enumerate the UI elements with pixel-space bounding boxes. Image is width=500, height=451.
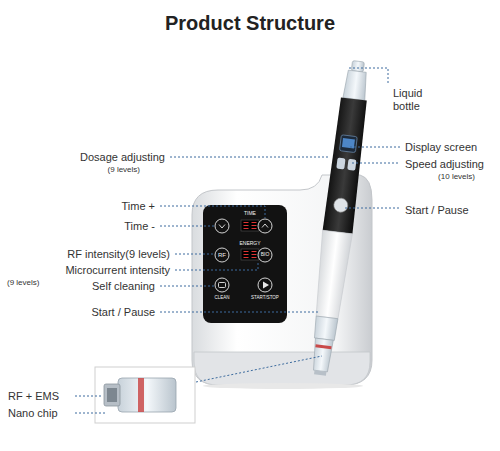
part-label: Time +: [121, 200, 155, 213]
part-label: Microcurrent intensity: [65, 264, 170, 277]
head-inset: [95, 367, 195, 423]
part-label: RF + EMS: [8, 390, 59, 403]
part-label: Dosage adjusting: [80, 151, 165, 164]
panel-text: TIME: [244, 211, 256, 217]
level-note: (10 levels): [438, 172, 475, 181]
part-label: Self cleaning: [92, 280, 155, 293]
part-label: Display screen: [405, 141, 477, 154]
part-label: Speed adjusting: [405, 158, 484, 171]
base-station: [192, 175, 372, 389]
level-note: (9 levels): [108, 165, 140, 174]
button-text: BIO: [261, 252, 270, 258]
panel-text: ENERGY: [239, 241, 260, 247]
panel-text: START/STOP: [251, 295, 279, 300]
control-panel: [203, 205, 287, 323]
handpiece: [305, 59, 373, 376]
part-label: Liquid bottle: [393, 87, 433, 112]
part-label: Start / Pause: [405, 204, 469, 217]
part-label: Nano chip: [8, 407, 58, 420]
part-label: Time -: [124, 220, 155, 233]
button-text: RF: [218, 252, 226, 259]
panel-text: CLEAN: [214, 295, 229, 300]
part-label: RF intensity(9 levels): [67, 248, 170, 261]
display-digits: [244, 222, 257, 258]
part-label: Start / Pause: [91, 306, 155, 319]
level-note: (9 levels): [7, 278, 39, 287]
leader-lines: [75, 68, 400, 413]
title: Product Structure: [0, 12, 500, 35]
